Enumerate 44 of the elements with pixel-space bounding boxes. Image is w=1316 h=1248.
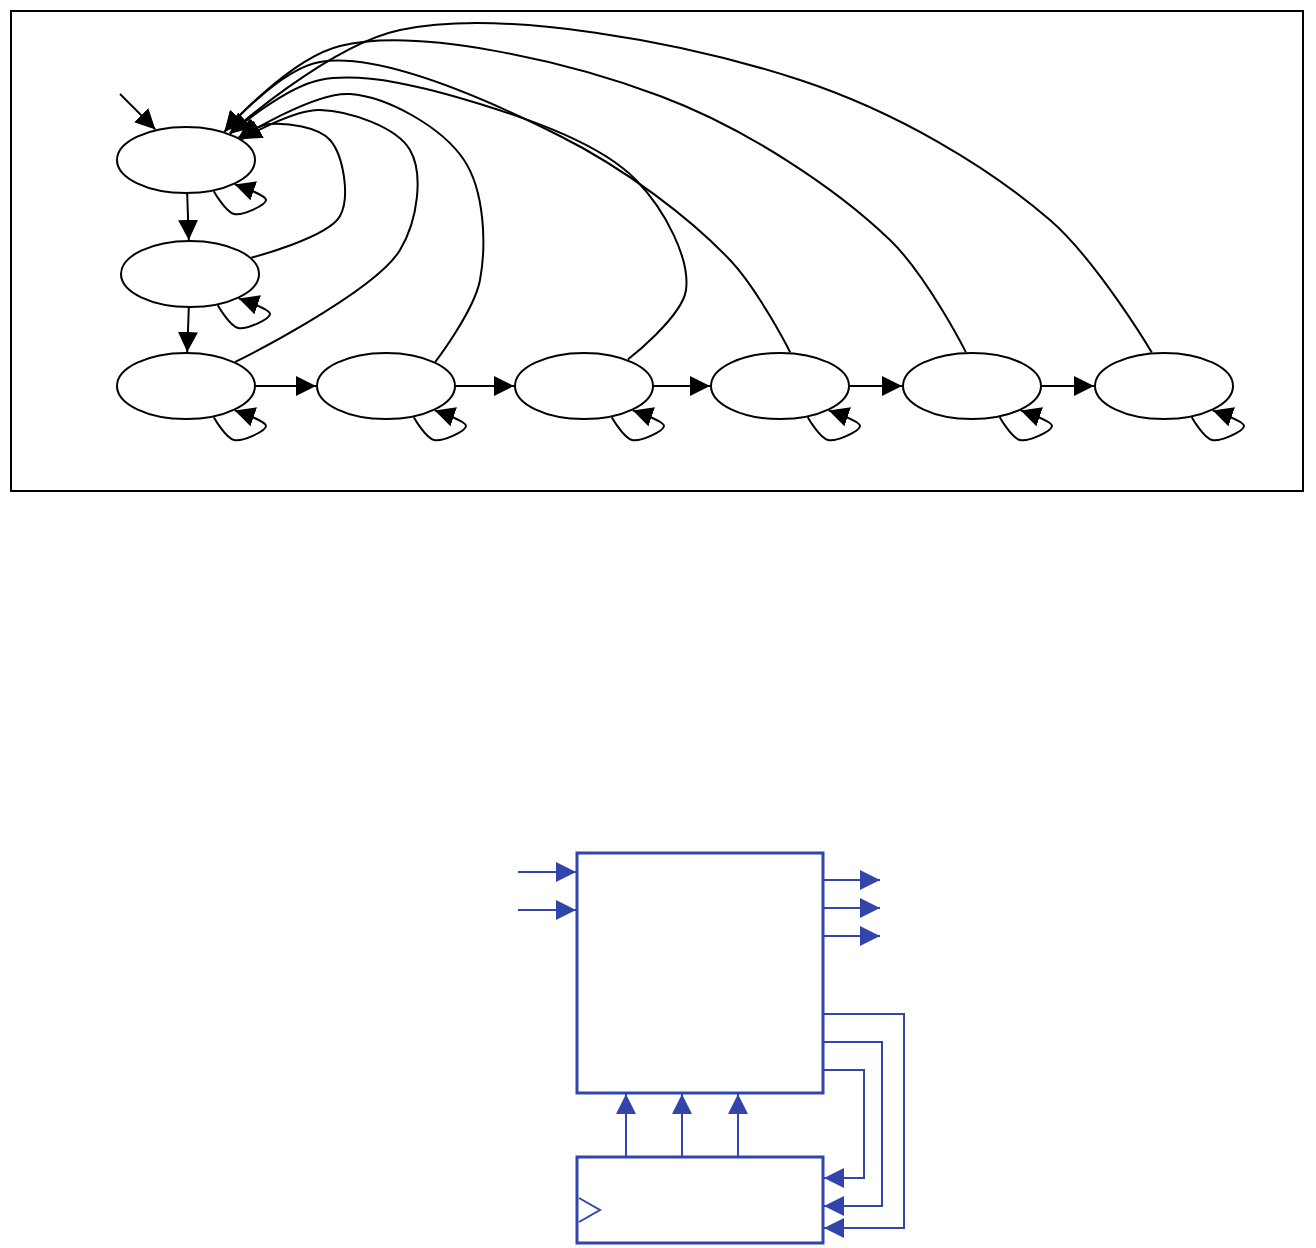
state-ellipse: [514, 352, 654, 420]
arrow: [119, 93, 157, 131]
arrow: [229, 76, 688, 361]
state-ellipse: [120, 240, 260, 308]
self-loop-arrow: [610, 407, 665, 442]
arrow: [228, 22, 1153, 354]
arrow: [823, 1013, 905, 1238]
state-ellipse: [1094, 352, 1234, 420]
arrow: [823, 1069, 865, 1188]
arrow: [255, 376, 317, 396]
arrow: [823, 898, 881, 918]
self-loop-arrow: [1190, 407, 1245, 442]
self-loop-arrow: [806, 407, 861, 442]
arrow: [223, 39, 967, 354]
arrow: [823, 870, 881, 890]
arrow: [728, 1093, 748, 1157]
arrow: [223, 59, 792, 354]
arrow: [517, 862, 577, 882]
state-ellipse: [710, 352, 850, 420]
state-ellipse: [116, 126, 256, 194]
state-ellipse: [316, 352, 456, 420]
self-loop-arrow: [212, 407, 267, 442]
arrow: [237, 118, 346, 259]
self-loop-arrow: [216, 295, 271, 330]
arrow: [823, 926, 881, 946]
arrow: [653, 376, 711, 396]
arrow: [234, 109, 419, 363]
block-box: [576, 1156, 824, 1244]
state-ellipse: [902, 352, 1042, 420]
state-ellipse: [116, 352, 256, 420]
arrow: [455, 376, 515, 396]
self-loop-arrow: [998, 407, 1053, 442]
arrow: [849, 376, 903, 396]
arrow: [823, 1041, 883, 1216]
arrow: [1041, 376, 1095, 396]
arrow: [616, 1093, 636, 1157]
arrow: [178, 193, 199, 241]
arrow: [672, 1093, 692, 1157]
self-loop-arrow: [212, 181, 267, 216]
arrow: [517, 900, 577, 920]
block-box: [576, 852, 824, 1094]
self-loop-arrow: [412, 407, 467, 442]
arrow: [238, 93, 485, 363]
arrow: [177, 307, 198, 353]
